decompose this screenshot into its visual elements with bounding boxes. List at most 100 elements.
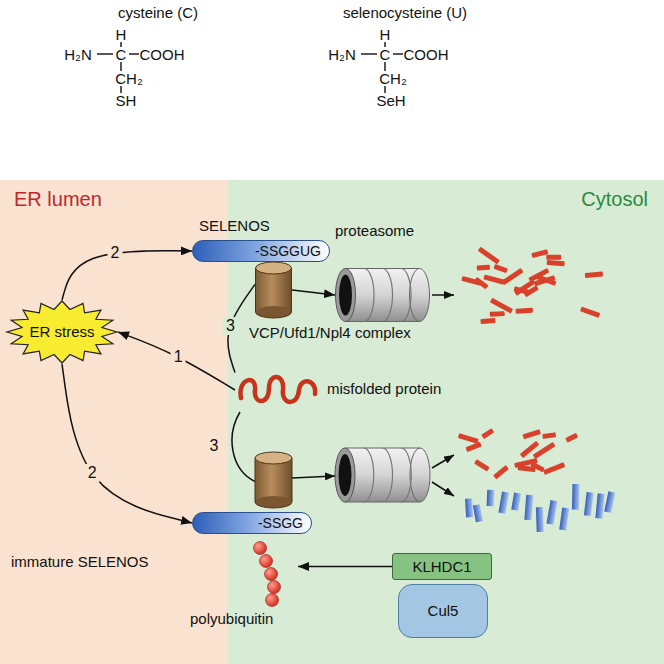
stress-starburst: ER stress	[6, 300, 118, 364]
proteasome-ring	[383, 448, 393, 502]
proteasome: proteasome	[335, 268, 430, 322]
sequence-label: -SSGGUG	[255, 243, 321, 259]
selenos-fragment	[595, 493, 604, 518]
node-label: ER stress	[29, 323, 94, 340]
chemical-group: SH	[116, 93, 137, 108]
ubiquitin-bead	[266, 594, 279, 607]
vcp-outline	[255, 458, 292, 508]
node-label: Cul5	[428, 602, 459, 619]
peptide-fragment	[514, 279, 536, 296]
selenos-fragment	[584, 492, 594, 516]
peptide-fragment	[531, 249, 548, 258]
degradation-arrow	[432, 455, 454, 468]
peptide-fragment	[493, 264, 507, 273]
chemical-group: C	[380, 47, 391, 62]
pathway-connector	[62, 364, 192, 523]
node-label: VCP/Ufd1/Npl4 complex	[249, 324, 411, 341]
chemical-group: CH₂	[379, 71, 407, 86]
peptide-fragment	[542, 432, 556, 439]
protein-bar: SELENOS-SSGGUG	[192, 240, 330, 262]
step-number: 3	[210, 438, 219, 454]
chemical-group: SeH	[376, 93, 405, 108]
vcp-top	[255, 452, 292, 464]
peptide-fragment	[547, 260, 565, 266]
peptide-fragment	[483, 274, 504, 284]
step-number: 2	[108, 244, 123, 262]
molecule-name: cysteine (C)	[118, 5, 198, 20]
peptide-fragment	[480, 318, 495, 324]
proteasome-pore	[339, 275, 352, 316]
node-label: KLHDC1	[412, 558, 471, 575]
selenos-fragment	[604, 491, 615, 513]
node-label: SELENOS	[199, 217, 270, 234]
vcp-body	[255, 458, 292, 502]
protein-coil	[240, 377, 315, 402]
chemical-group: H	[380, 27, 391, 42]
peptide-fragment	[520, 441, 539, 458]
chemical-group: H₂N	[64, 47, 92, 62]
peptide-fragment	[522, 429, 541, 439]
node-label: polyubiquitin	[190, 610, 273, 627]
node-label: immature SELENOS	[11, 553, 149, 570]
pathway-arrow	[292, 476, 335, 478]
peptide-fragment	[514, 286, 530, 295]
vcp-complex: VCP/Ufd1/Npl4 complex	[255, 262, 292, 318]
pathway-connector	[118, 332, 235, 390]
molecule-name: selenocysteine (U)	[343, 5, 467, 20]
proteasome-end	[410, 448, 430, 502]
selenos-fragment	[511, 493, 521, 511]
degradation-arrow	[432, 294, 454, 296]
chemical-group: COOH	[140, 47, 185, 62]
selenos-fragment	[465, 498, 473, 517]
node-label: ER lumen	[14, 188, 102, 211]
peptide-fragment	[565, 433, 578, 443]
peptide-fragment	[478, 247, 500, 265]
selenos-fragment	[559, 507, 569, 530]
pathway-line	[232, 412, 256, 482]
selenos-fragment	[524, 495, 533, 521]
peptide-fragment	[493, 465, 509, 479]
step-number: 2	[85, 464, 100, 482]
proteasome-body	[346, 269, 420, 322]
peptide-fragment	[546, 255, 561, 260]
ubiquitin-bead	[265, 568, 278, 581]
proteasome-face	[335, 448, 355, 502]
degradation-arrow	[432, 482, 454, 496]
ubiquitin-bead	[260, 555, 273, 568]
selenos-fragment	[546, 500, 557, 525]
proteasome-ring	[364, 269, 374, 322]
pathway-connector	[298, 566, 392, 568]
ubiquitin-bead	[254, 542, 267, 555]
step-number: 1	[171, 348, 186, 366]
peptide-fragment	[536, 274, 556, 286]
step-number: 3	[223, 317, 238, 335]
peptide-fragment	[585, 271, 603, 278]
peptide-fragment	[580, 307, 600, 318]
protein-bar: immature SELENOS-SSGG	[192, 512, 312, 534]
chemical-bonds	[97, 42, 403, 93]
node-label: proteasome	[335, 222, 414, 239]
proteasome-ring	[401, 269, 411, 322]
chemical-group: CH₂	[115, 71, 143, 86]
pathway-connector	[62, 251, 192, 300]
vcp-top	[256, 262, 292, 274]
selenos-fragment	[487, 490, 495, 507]
proteasome-body	[345, 448, 420, 502]
ligase-box: Cul5	[398, 584, 488, 638]
chemical-group: H₂N	[328, 47, 356, 62]
polyubiquitin-chain: polyubiquitin	[190, 538, 298, 628]
peptide-fragment	[515, 308, 533, 314]
peptide-fragments	[458, 247, 615, 532]
selenos-fragment	[536, 507, 544, 532]
peptide-fragment	[458, 433, 479, 444]
peptide-fragment	[490, 311, 505, 317]
sequence-label: -SSGG	[258, 515, 303, 531]
peptide-fragment	[490, 298, 513, 314]
vcp-body	[256, 268, 292, 312]
vcp-outline	[256, 268, 292, 318]
peptide-fragment	[466, 442, 482, 452]
proteasome-ring	[383, 269, 393, 322]
pathway-connector	[292, 290, 335, 295]
peptide-fragment	[514, 458, 538, 468]
starburst-outline	[7, 301, 117, 363]
